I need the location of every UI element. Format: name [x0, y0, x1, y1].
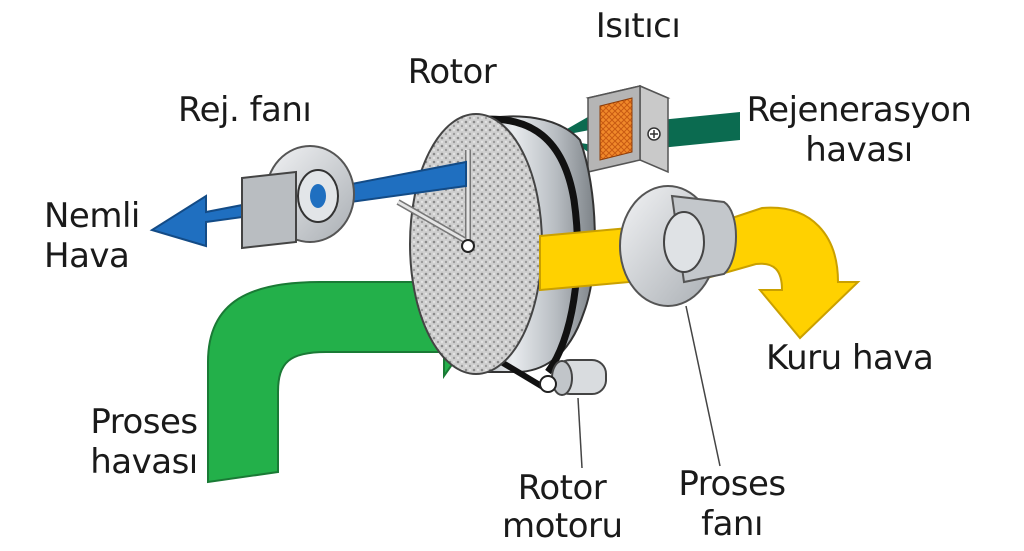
process-fan-icon	[619, 185, 737, 307]
rotor-motor-icon	[539, 359, 607, 396]
label-humid-air-1: Nemli	[44, 196, 140, 236]
reg-fan-icon	[241, 145, 355, 250]
label-process-air-2: havası	[90, 442, 198, 482]
label-process-air-1: Proses	[90, 402, 198, 442]
label-regeneration-air-2: havası	[805, 130, 913, 170]
label-humid-air-2: Hava	[44, 236, 130, 276]
label-rotor-motor-2: motoru	[502, 506, 623, 546]
label-process-fan-2: fanı	[701, 504, 763, 544]
label-regeneration-air-1: Rejenerasyon	[746, 90, 972, 130]
heater-icon	[585, 84, 671, 174]
label-dry-air: Kuru hava	[766, 338, 934, 378]
label-rotor: Rotor	[407, 52, 497, 92]
label-heater: Isıtıcı	[595, 6, 681, 46]
label-rotor-motor-1: Rotor	[517, 468, 607, 508]
leader-lines	[577, 305, 721, 469]
label-process-fan-1: Proses	[678, 464, 786, 504]
label-reg-fan: Rej. fanı	[178, 90, 312, 130]
